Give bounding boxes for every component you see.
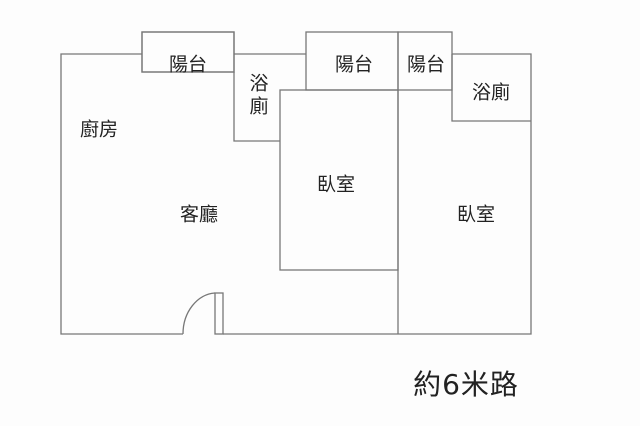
bathroom-1-walls bbox=[233, 72, 280, 142]
bedroom-1-label: 臥室 bbox=[316, 173, 356, 196]
outer-wall bbox=[60, 53, 532, 335]
balcony-3-label: 陽台 bbox=[406, 53, 446, 76]
bathroom-2-label: 浴廁 bbox=[471, 81, 511, 104]
bedroom-2-label: 臥室 bbox=[456, 203, 496, 226]
bathroom-1-label: 浴廁 bbox=[246, 73, 269, 119]
balcony-2-label: 陽台 bbox=[334, 53, 374, 76]
door-leaf bbox=[214, 292, 224, 335]
door-swing-arc bbox=[182, 292, 216, 335]
kitchen-label: 廚房 bbox=[79, 118, 119, 141]
balcony-1-label: 陽台 bbox=[168, 53, 208, 76]
road-label: 約6米路 bbox=[413, 368, 519, 401]
living-room-label: 客廳 bbox=[179, 203, 219, 226]
bathroom-2-walls bbox=[451, 54, 531, 122]
